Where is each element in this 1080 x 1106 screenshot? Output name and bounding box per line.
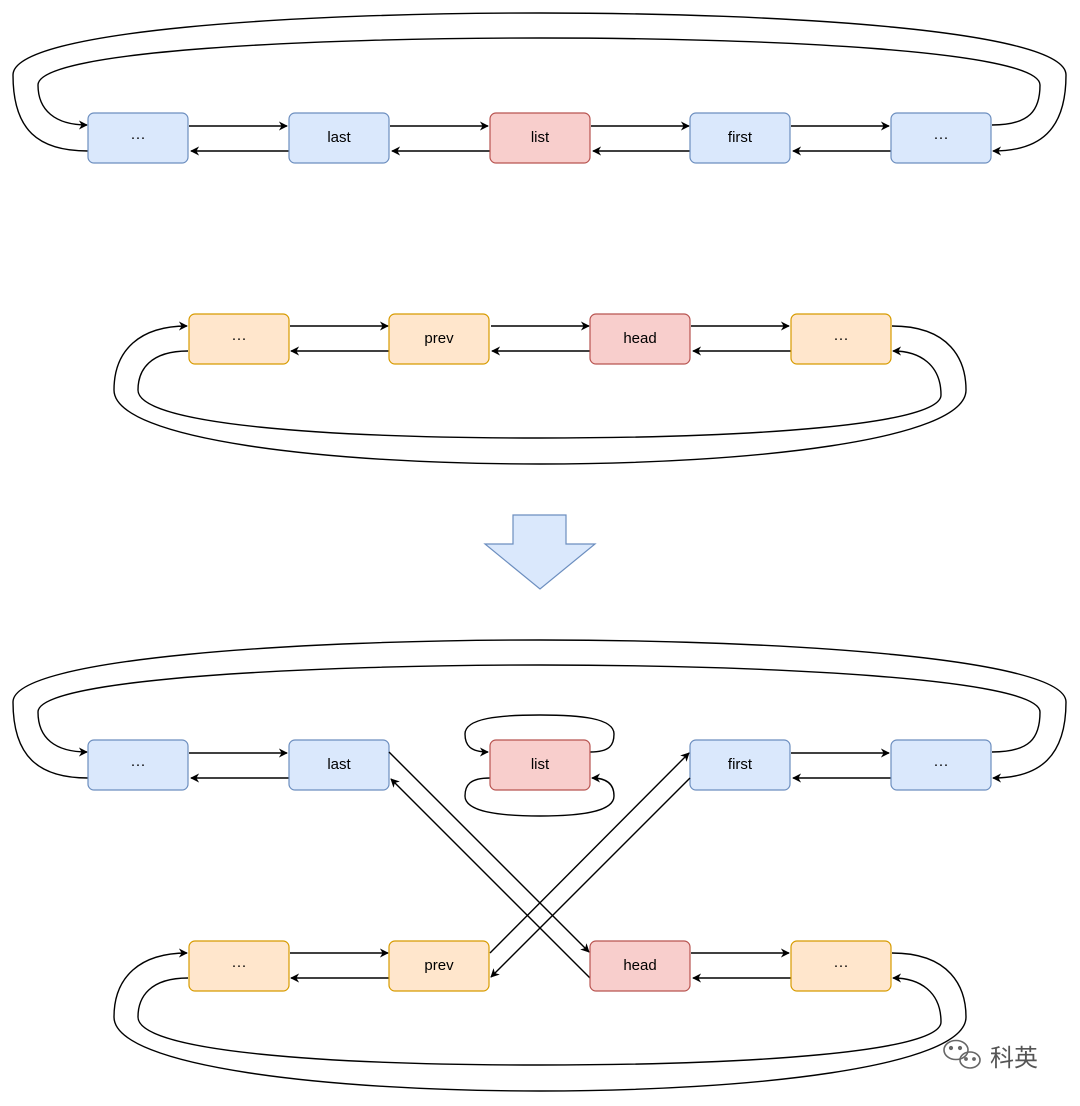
top-list: ··· last list first ··· bbox=[12, 12, 1067, 164]
node-label: last bbox=[327, 129, 351, 146]
wrap-edge-outer bbox=[37, 664, 1041, 757]
wrap-edge-inner bbox=[137, 973, 942, 1066]
node-label: ··· bbox=[934, 129, 949, 146]
node-label: head bbox=[623, 330, 656, 347]
edge-last-to-head bbox=[388, 751, 590, 953]
node-label: last bbox=[327, 756, 351, 773]
node-last: last bbox=[288, 739, 390, 791]
node-prev: prev bbox=[388, 313, 490, 365]
node-list: list bbox=[489, 112, 591, 164]
node-ellipsis-right: ··· bbox=[890, 739, 992, 791]
node-first: first bbox=[689, 112, 791, 164]
edge-prev-to-first bbox=[489, 752, 690, 954]
result-top-list: ··· last list first ··· bbox=[12, 639, 1067, 817]
watermark: 科英 bbox=[943, 1039, 1038, 1072]
node-label: head bbox=[623, 957, 656, 974]
edge-first-to-prev bbox=[490, 777, 691, 978]
wrap-edge-outer bbox=[37, 37, 1041, 130]
node-label: ··· bbox=[934, 756, 949, 773]
node-label: ··· bbox=[834, 957, 849, 974]
wrap-edge-outer bbox=[113, 321, 967, 465]
node-first: first bbox=[689, 739, 791, 791]
edge-head-to-last bbox=[390, 778, 591, 979]
node-head: head bbox=[589, 313, 691, 365]
wrap-edge-outer bbox=[113, 948, 967, 1092]
wrap-edge-inner bbox=[137, 346, 942, 439]
node-head: head bbox=[589, 940, 691, 992]
node-list: list bbox=[489, 739, 591, 791]
node-ellipsis-right: ··· bbox=[790, 313, 892, 365]
node-ellipsis-left: ··· bbox=[87, 112, 189, 164]
node-label: first bbox=[728, 756, 753, 773]
node-label: ··· bbox=[232, 957, 247, 974]
node-ellipsis-right: ··· bbox=[890, 112, 992, 164]
node-label: prev bbox=[424, 330, 454, 347]
node-label: ··· bbox=[131, 756, 146, 773]
middle-list: ··· prev head ··· bbox=[113, 313, 967, 465]
cross-edges bbox=[388, 751, 691, 979]
node-ellipsis-left: ··· bbox=[188, 940, 290, 992]
wrap-edge-inner bbox=[12, 12, 1067, 156]
wechat-icon bbox=[943, 1039, 981, 1069]
node-label: prev bbox=[424, 957, 454, 974]
node-label: ··· bbox=[834, 330, 849, 347]
down-arrow-icon bbox=[483, 514, 597, 590]
node-label: list bbox=[531, 129, 550, 146]
self-loop-next bbox=[464, 714, 615, 757]
node-ellipsis-left: ··· bbox=[87, 739, 189, 791]
node-label: first bbox=[728, 129, 753, 146]
self-loop-prev bbox=[464, 773, 615, 817]
node-label: ··· bbox=[131, 129, 146, 146]
node-label: list bbox=[531, 756, 550, 773]
node-ellipsis-right: ··· bbox=[790, 940, 892, 992]
node-prev: prev bbox=[388, 940, 490, 992]
result-bottom-list: ··· prev head ··· bbox=[113, 940, 967, 1092]
wrap-edge-inner bbox=[12, 639, 1067, 783]
watermark-text: 科英 bbox=[990, 1044, 1038, 1072]
node-last: last bbox=[288, 112, 390, 164]
node-label: ··· bbox=[232, 330, 247, 347]
node-ellipsis-left: ··· bbox=[188, 313, 290, 365]
